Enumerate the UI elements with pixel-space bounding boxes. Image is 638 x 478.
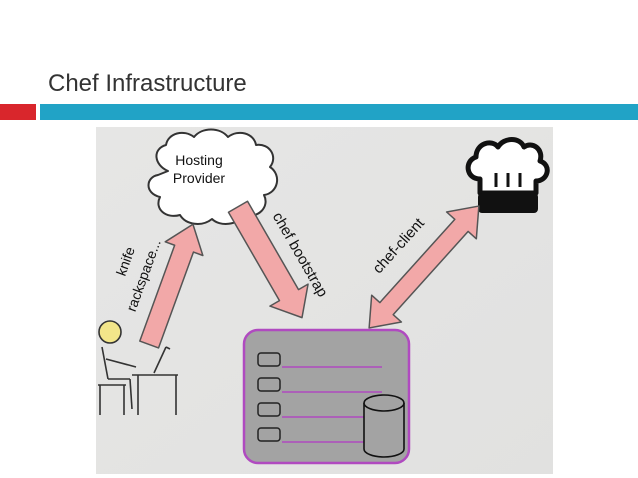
cloud-label-line2: Provider [173,170,225,186]
arrow-chef-bootstrap [227,200,309,319]
title-accent-bar-blue [40,104,638,120]
arrow-knife-rackspace [139,223,204,349]
person-at-desk-icon [98,320,178,415]
arrow-chef-client [368,205,480,329]
database-icon [363,394,405,458]
title-accent-bar-red [0,104,36,120]
slide-title: Chef Infrastructure [48,70,247,97]
cloud-icon [147,128,279,225]
chef-hat-icon [465,137,550,213]
cloud-label-line1: Hosting [175,152,222,168]
chef-infrastructure-diagram: Hosting Provider knife rackspace... chef… [96,127,553,474]
